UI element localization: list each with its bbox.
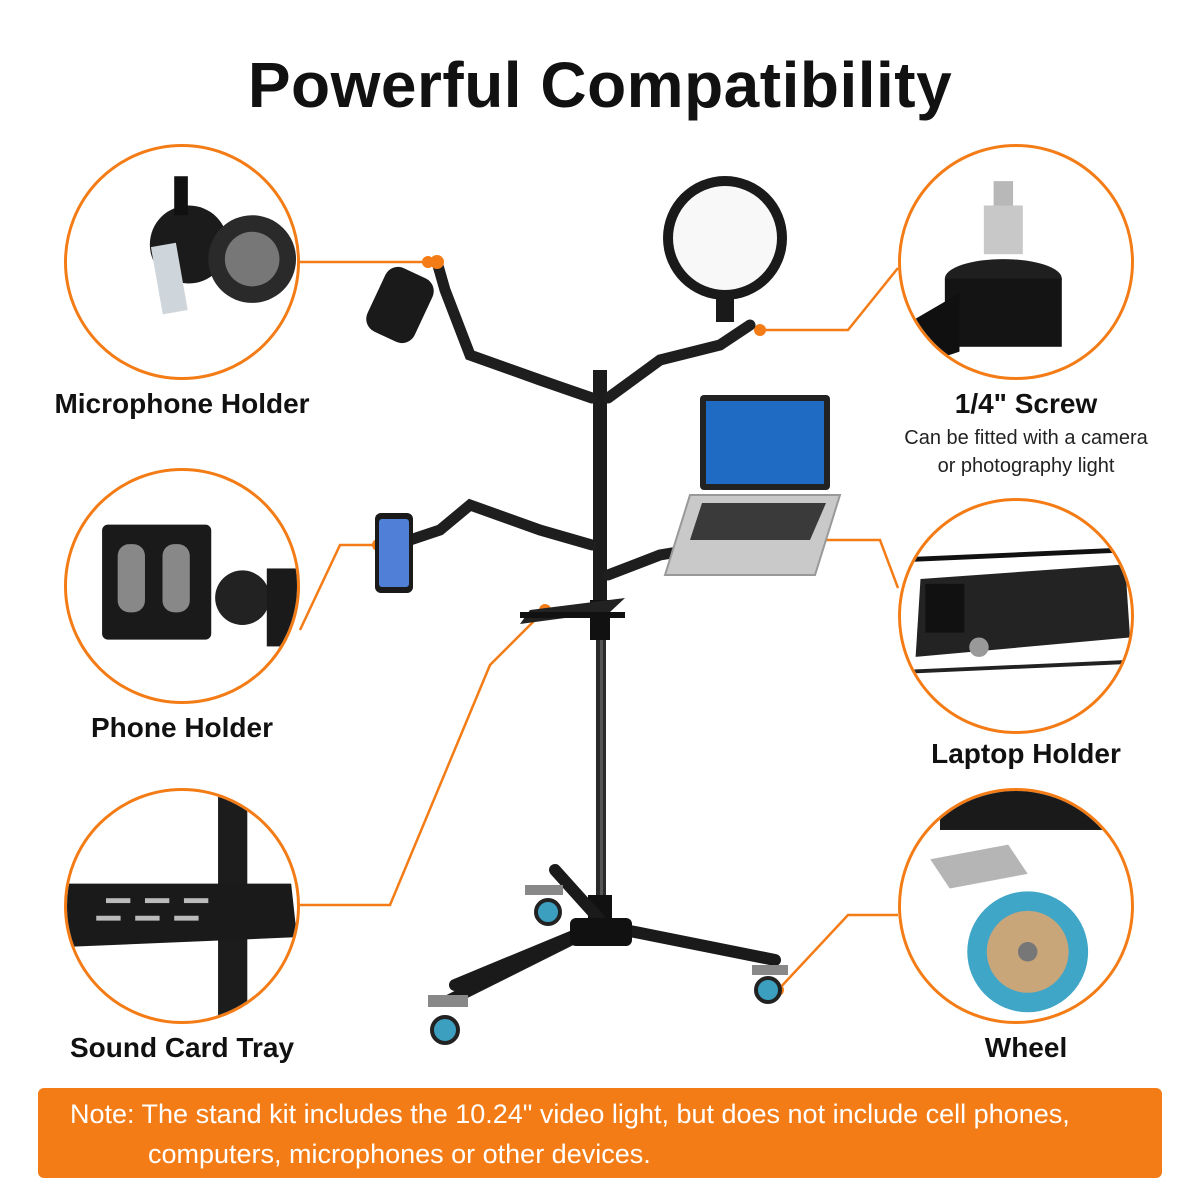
laptop-icon — [663, 395, 842, 576]
laptop-holder-detail — [898, 498, 1134, 734]
connector-lines — [298, 260, 900, 991]
tray-icon — [67, 791, 297, 1021]
screw-detail — [898, 144, 1134, 380]
sound-card-tray-icon — [520, 598, 625, 624]
stand-pole — [588, 370, 612, 925]
microphone-icon — [366, 255, 444, 344]
screw-sublabel-1: Can be fitted with a camera — [904, 427, 1148, 449]
laptop-holder-label: Laptop Holder — [931, 738, 1121, 769]
base-hub — [570, 918, 632, 946]
wheel-label: Wheel — [984, 1032, 1068, 1063]
screw-label: 1/4" Screw — [954, 388, 1098, 419]
phone-holder-label: Phone Holder — [90, 712, 273, 743]
phone-icon — [375, 513, 413, 593]
screw-mount-icon — [901, 181, 1062, 372]
note-line-2: computers, microphones or other devices. — [148, 1139, 651, 1169]
screw-sublabel-2: or photography light — [937, 455, 1115, 477]
stand-wheels — [428, 885, 788, 1045]
note-line-1: Note: The stand kit includes the 10.24" … — [70, 1099, 1070, 1129]
wheel-detail — [898, 788, 1134, 1024]
phone-clamp-icon — [102, 524, 297, 647]
note-banner: Note: The stand kit includes the 10.24" … — [38, 1088, 1162, 1178]
caster-wheel-icon — [930, 791, 1131, 1013]
sound-card-tray-detail — [64, 788, 300, 1024]
ball-head-mount-icon — [149, 176, 297, 315]
sound-card-tray-label: Sound Card Tray — [69, 1032, 295, 1063]
video-light-icon — [663, 176, 787, 322]
microphone-holder-label: Microphone Holder — [54, 388, 310, 419]
microphone-holder-detail — [64, 144, 300, 380]
phone-holder-detail — [64, 468, 300, 704]
laptop-tray-icon — [910, 547, 1131, 674]
page-title: Powerful Compatibility — [247, 49, 953, 121]
